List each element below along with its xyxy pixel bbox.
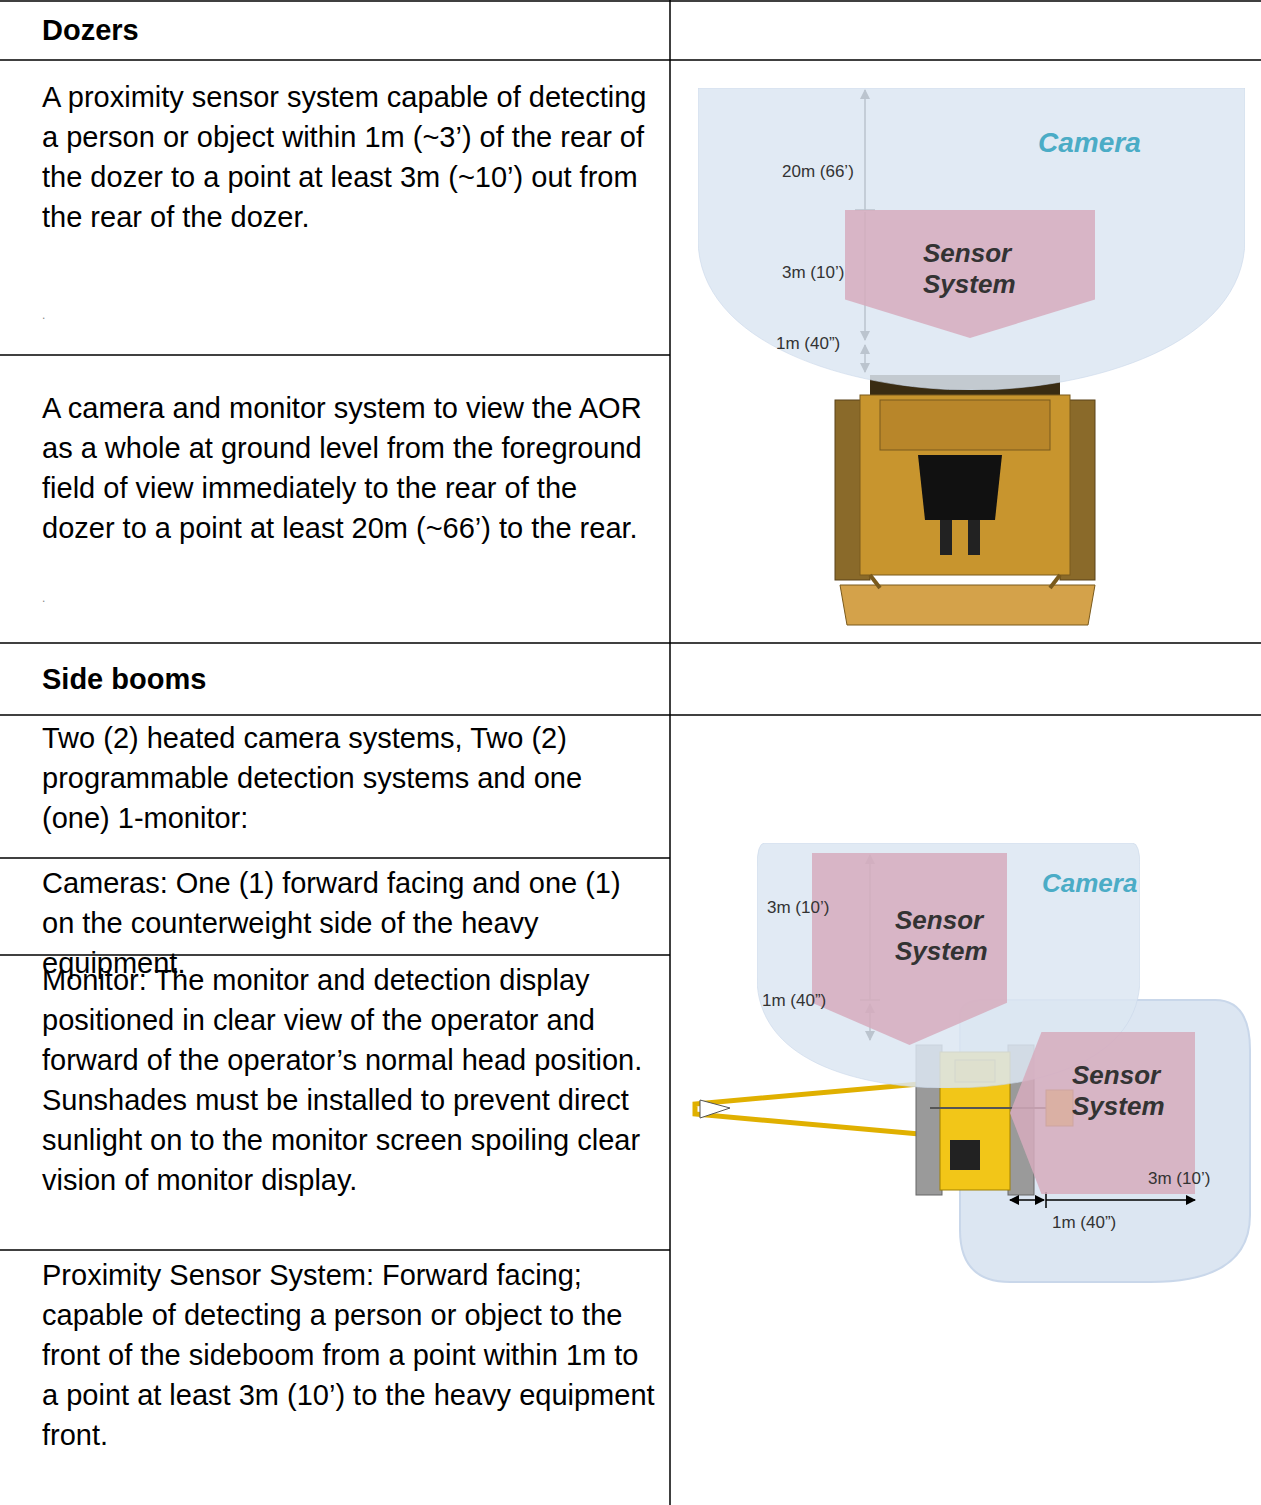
table-cell-text: Proximity Sensor System: Forward facing;… <box>42 1255 657 1455</box>
table-cell-text: A camera and monitor system to view the … <box>42 388 657 548</box>
section-heading: Side booms <box>42 659 642 699</box>
sensor-zone: Sensor System <box>845 210 1095 338</box>
dimension-label: 1m (40”) <box>760 990 828 1012</box>
table-cell-text: . <box>42 305 82 325</box>
camera-label: Camera <box>1042 868 1142 899</box>
dimension-label: 3m (10’) <box>1146 1168 1212 1190</box>
section-heading: Dozers <box>42 10 642 50</box>
dimension-label: 3m (10’) <box>765 897 831 919</box>
sensor-label: Sensor System <box>1072 1060 1190 1122</box>
sensor-label: Sensor System <box>923 238 1053 300</box>
table-cell-text: . <box>42 588 82 608</box>
dimension-label: 20m (66’) <box>780 161 856 183</box>
sensor-label: Sensor System <box>895 905 1007 967</box>
table-cell-text: Monitor: The monitor and detection displ… <box>42 960 657 1200</box>
dimension-label: 3m (10’) <box>780 262 846 284</box>
dozer-illustration <box>835 375 1095 625</box>
dimension-label: 1m (40”) <box>1050 1212 1118 1234</box>
table-cell-text: Two (2) heated camera systems, Two (2) p… <box>42 718 657 838</box>
dimension-label: 1m (40”) <box>774 333 842 355</box>
sensor-zone: Sensor System <box>812 853 1007 1045</box>
camera-label: Camera <box>1038 126 1178 160</box>
table-cell-text: A proximity sensor system capable of det… <box>42 77 657 237</box>
